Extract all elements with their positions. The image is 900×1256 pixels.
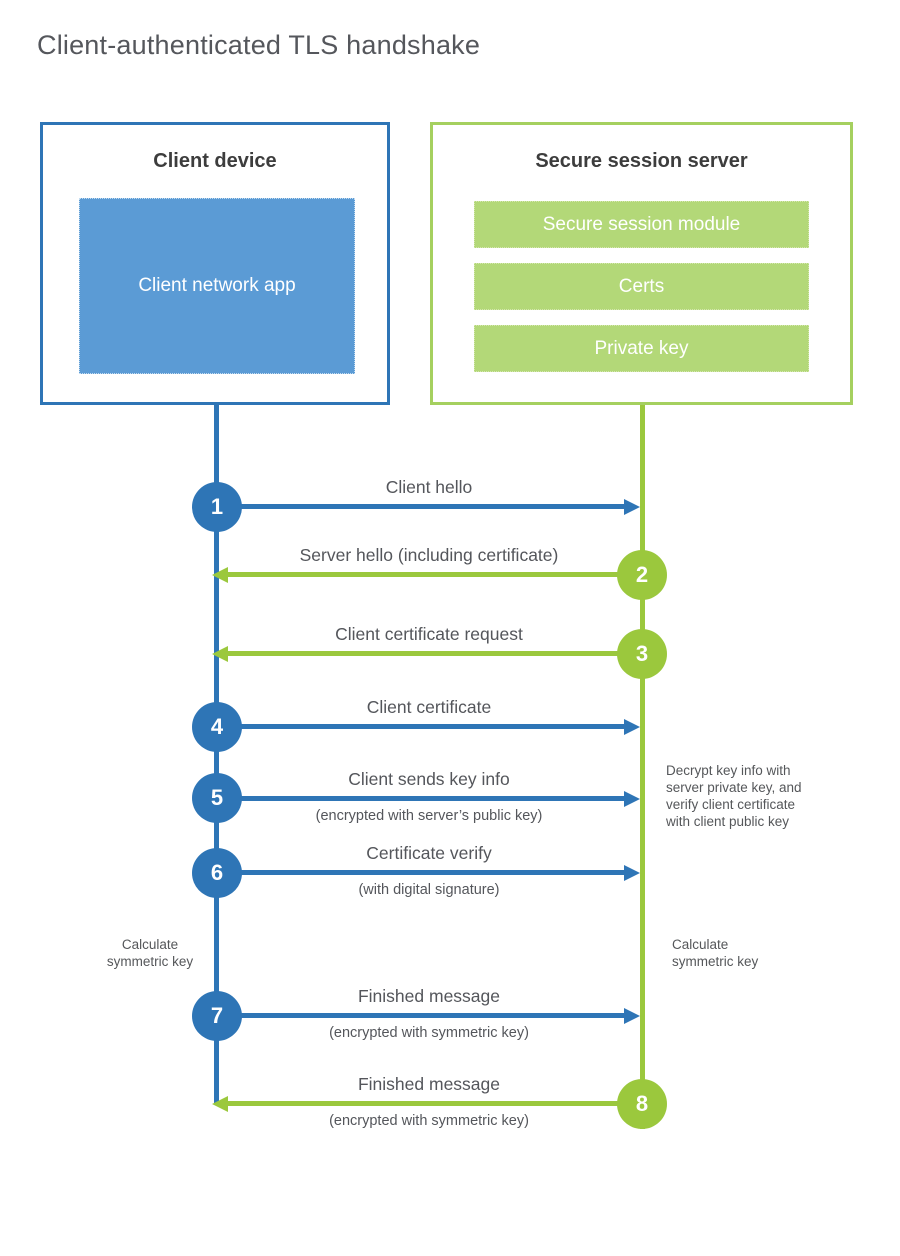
arrow-right-icon: [624, 499, 640, 515]
message-label: Finished message: [357, 1074, 501, 1094]
server-module-secure-session: Secure session module: [474, 201, 809, 248]
step-circle-4: 4: [192, 702, 242, 752]
message-sublabel: (encrypted with symmetric key): [329, 1025, 529, 1041]
client-lifeline: [214, 405, 219, 1105]
client-network-app-box: Client network app: [79, 198, 355, 374]
calculate-symmetric-key-note-server: Calculate symmetric key: [672, 937, 759, 969]
step-circle-3: 3: [617, 629, 667, 679]
arrow-line: [227, 572, 640, 577]
arrow-right-icon: [624, 791, 640, 807]
arrow-left-icon: [212, 567, 228, 583]
step-circle-1: 1: [192, 482, 242, 532]
message-label: Client hello: [385, 477, 473, 497]
arrow-right-icon: [624, 719, 640, 735]
message-label: Server hello (including certificate): [299, 545, 559, 565]
decrypt-note: Decrypt key info with server private key…: [666, 763, 802, 829]
message-sublabel: (with digital signature): [358, 882, 500, 898]
page-title: Client-authenticated TLS handshake: [37, 30, 481, 60]
message-label: Client certificate request: [335, 624, 523, 644]
message-label: Certificate verify: [366, 843, 492, 863]
message-sublabel: (encrypted with server’s public key): [315, 808, 543, 824]
arrow-line: [220, 796, 625, 801]
step-circle-6: 6: [192, 848, 242, 898]
arrow-right-icon: [624, 1008, 640, 1024]
message-label: Client certificate: [366, 697, 492, 717]
step-circle-2: 2: [617, 550, 667, 600]
server-module-private-key: Private key: [474, 325, 809, 372]
arrow-line: [220, 870, 625, 875]
arrow-line: [227, 1101, 640, 1106]
arrow-left-icon: [212, 1096, 228, 1112]
step-circle-8: 8: [617, 1079, 667, 1129]
message-label: Finished message: [357, 986, 501, 1006]
calculate-symmetric-key-note-client: Calculate symmetric key: [106, 937, 194, 969]
step-circle-7: 7: [192, 991, 242, 1041]
secure-session-server-title: Secure session server: [535, 150, 748, 172]
step-number: 1: [210, 494, 224, 519]
step-number: 2: [635, 562, 649, 587]
arrow-line: [220, 724, 625, 729]
arrow-left-icon: [212, 646, 228, 662]
step-number: 4: [210, 714, 224, 739]
server-module-certs: Certs: [474, 263, 809, 310]
arrow-line: [227, 651, 640, 656]
step-circle-5: 5: [192, 773, 242, 823]
step-number: 5: [210, 785, 224, 810]
step-number: 7: [210, 1003, 224, 1028]
arrow-right-icon: [624, 865, 640, 881]
client-device-title: Client device: [153, 150, 277, 172]
message-label: Client sends key info: [348, 769, 510, 789]
arrow-line: [220, 504, 625, 509]
step-number: 3: [635, 641, 649, 666]
server-lifeline: [640, 405, 645, 1129]
message-sublabel: (encrypted with symmetric key): [329, 1113, 529, 1129]
step-number: 6: [210, 860, 224, 885]
step-number: 8: [635, 1091, 649, 1116]
arrow-line: [220, 1013, 625, 1018]
